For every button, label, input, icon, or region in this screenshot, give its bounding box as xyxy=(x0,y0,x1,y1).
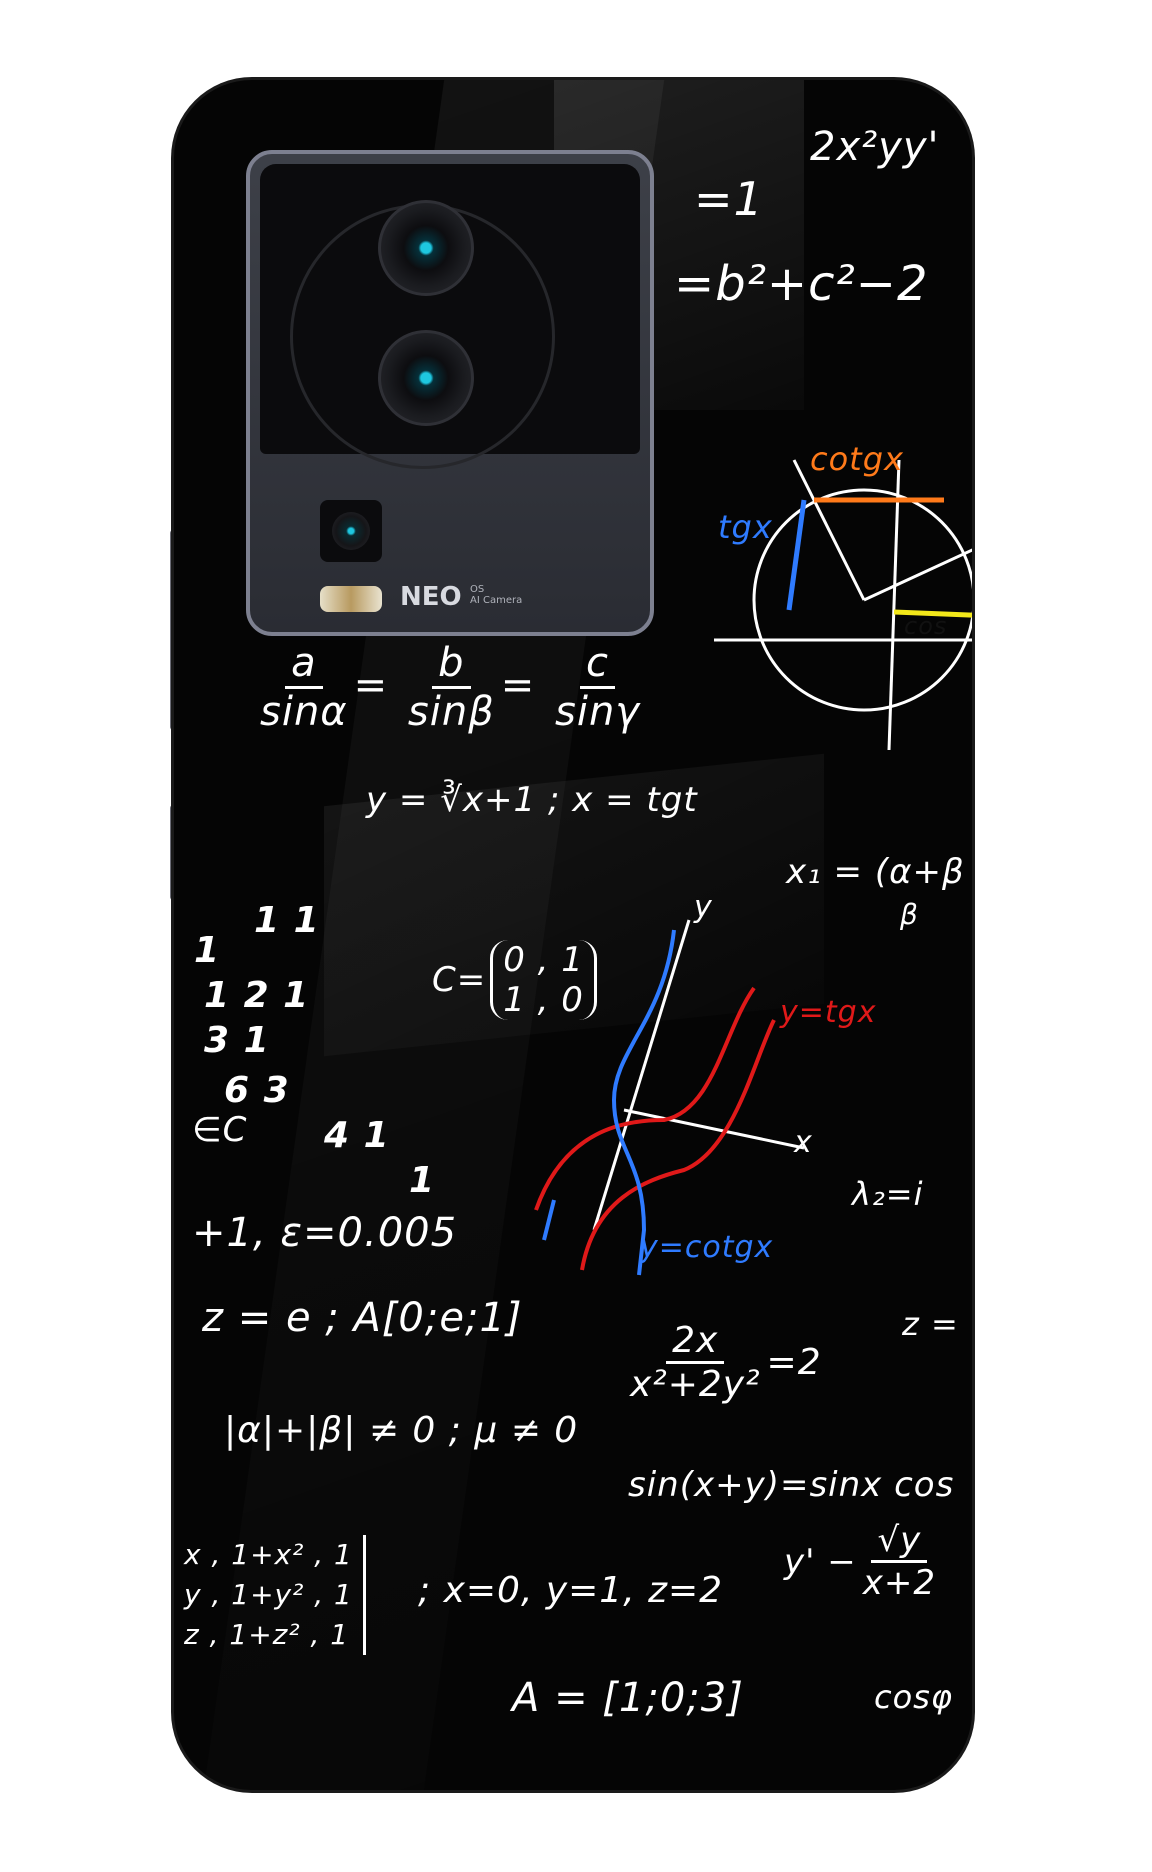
tgx-curve xyxy=(580,1019,776,1271)
matrix-c: C= 0 , 1 1 , 0 xyxy=(432,940,597,1020)
formula: C= xyxy=(432,960,487,1000)
number: 3 1 xyxy=(204,1020,270,1061)
formula: cosφ xyxy=(874,1678,953,1716)
formula: =1 xyxy=(694,172,764,226)
formula: 1 , 0 xyxy=(503,980,584,1020)
formula: y = ∛x+1 ; x = tgt xyxy=(366,780,698,820)
function-graph xyxy=(534,919,805,1276)
formula: A = [1;0;3] xyxy=(512,1675,744,1721)
volume-button-cutout xyxy=(170,530,176,730)
brand-logo: NEO xyxy=(400,582,462,612)
cotgx-graph-label: y=cotgx xyxy=(640,1230,774,1265)
formula: x , 1+x² , 1 xyxy=(184,1538,353,1571)
formula: |α|+|β| ≠ 0 ; μ ≠ 0 xyxy=(224,1410,579,1451)
brand-subtext: OS AI Camera xyxy=(470,584,522,606)
trig-circle-diagram xyxy=(714,459,972,751)
radius xyxy=(863,548,972,602)
formula: sinα xyxy=(260,689,348,735)
formula: y' − xyxy=(784,1541,857,1582)
x-axis xyxy=(623,1108,805,1150)
formula: y , 1+y² , 1 xyxy=(184,1578,353,1611)
tg-segment xyxy=(786,499,807,611)
number: 4 1 xyxy=(324,1115,390,1156)
number: 1 xyxy=(194,930,221,971)
cos-label: cos xyxy=(904,612,948,640)
cotgx-label: cotgx xyxy=(810,440,904,478)
cos-segment xyxy=(893,609,972,618)
camera-lens xyxy=(378,200,474,296)
tgx-curve xyxy=(534,986,756,1211)
tgx-graph-label: y=tgx xyxy=(780,995,877,1030)
camera-lens-small xyxy=(320,500,382,562)
formula: 2x²yy' xyxy=(810,124,940,170)
formula: 2x xyxy=(666,1320,725,1364)
y-axis-label: y xyxy=(694,890,713,925)
formula: ∈C xyxy=(192,1110,248,1150)
formula: c xyxy=(579,640,615,689)
formula: sinβ xyxy=(407,689,495,735)
formula: 0 , 1 xyxy=(503,940,584,980)
formula: √y xyxy=(871,1520,928,1563)
brand-subtext-camera: AI Camera xyxy=(470,595,523,606)
x-axis-label: x xyxy=(794,1125,813,1160)
formula: =2 xyxy=(766,1342,822,1383)
cotgx-curve xyxy=(611,929,676,1276)
formula: +1, ε=0.005 xyxy=(192,1210,458,1256)
formula: a xyxy=(285,640,323,689)
formula: =b²+c²−2 xyxy=(674,256,929,312)
camera-module: NEO OS AI Camera xyxy=(246,150,654,636)
formula: z = xyxy=(902,1305,959,1343)
formula: x+2 xyxy=(862,1563,937,1603)
power-button-cutout xyxy=(170,805,176,900)
flash xyxy=(320,586,382,612)
number: 1 1 xyxy=(254,900,320,941)
formula: x₁ = (α+β xyxy=(786,852,965,892)
radius xyxy=(792,459,866,601)
y-axis xyxy=(592,919,691,1231)
cotgx-curve xyxy=(542,1199,556,1241)
formula: x²+2y² xyxy=(630,1364,761,1405)
formula: λ₂=i xyxy=(852,1175,924,1213)
unit-circle xyxy=(752,488,972,712)
determinant-matrix: x , 1+x² , 1 y , 1+y² , 1 z , 1+z² , 1 xyxy=(184,1535,366,1655)
camera-lens xyxy=(378,330,474,426)
tgx-label: tgx xyxy=(718,508,773,546)
formula: β xyxy=(900,898,919,931)
number: 1 2 1 xyxy=(204,975,310,1016)
formula: z = e ; A[0;e;1] xyxy=(202,1295,523,1341)
formula: ; x=0, y=1, z=2 xyxy=(418,1570,724,1611)
brand-subtext-os: OS xyxy=(470,584,485,595)
number: 6 3 xyxy=(224,1070,290,1111)
number: 1 xyxy=(409,1160,436,1201)
formula: b xyxy=(432,640,471,689)
axis xyxy=(887,459,901,751)
formula: sinγ xyxy=(554,689,640,735)
formula: sin(x+y)=sinx cos xyxy=(628,1465,955,1505)
camera-glass xyxy=(260,164,640,469)
formula: z , 1+z² , 1 xyxy=(184,1618,350,1651)
